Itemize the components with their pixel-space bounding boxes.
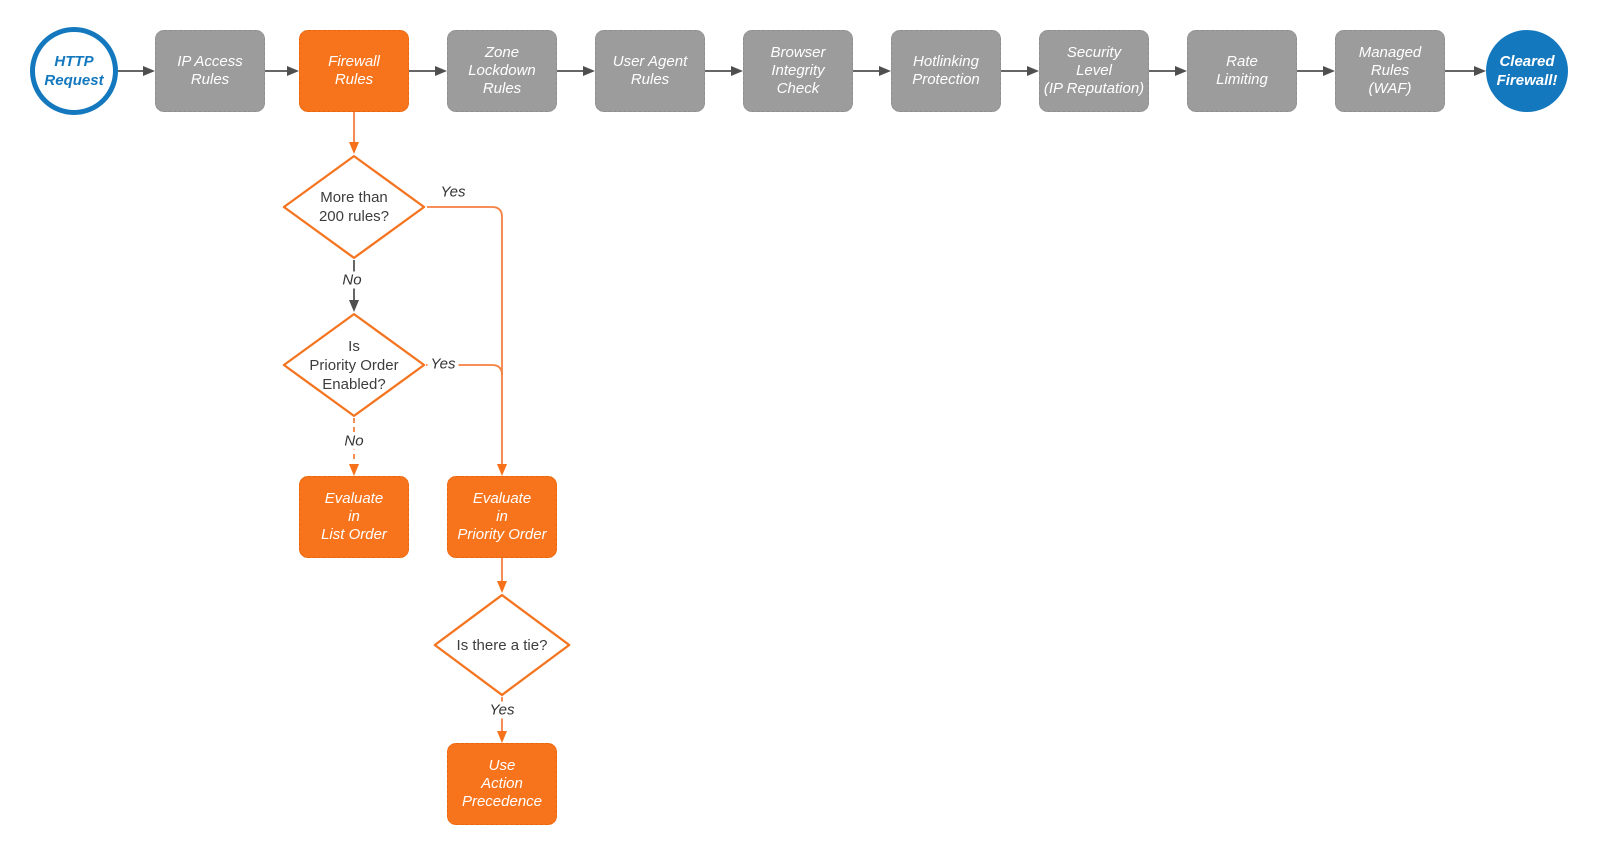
arrowhead-ip-access — [143, 66, 155, 76]
decision-more-than-200-rules: More than 200 rules? — [281, 154, 427, 260]
evaluate-priority-order-node: Evaluate in Priority Order — [447, 476, 557, 558]
stage-security-level: Security Level (IP Reputation) — [1039, 30, 1149, 112]
start-node-label: HTTP Request — [44, 53, 104, 89]
start-node-http-request: HTTP Request — [30, 27, 118, 115]
edge-label-no-200: No — [339, 271, 365, 289]
arrowhead-security — [1027, 66, 1039, 76]
arrowhead-end — [1474, 66, 1486, 76]
stage-label: Firewall Rules — [328, 53, 380, 88]
arrowhead-firewall — [287, 66, 299, 76]
stage-label: Managed Rules (WAF) — [1358, 44, 1422, 97]
stage-firewall-rules: Firewall Rules — [299, 30, 409, 112]
arrowhead-decision-200 — [349, 142, 359, 154]
stage-hotlinking-protection: Hotlinking Protection — [891, 30, 1001, 112]
decision-label: Is there a tie? — [456, 636, 548, 654]
end-node-label: Cleared Firewall! — [1496, 53, 1558, 89]
arrowhead-evaluate-list — [349, 464, 359, 476]
stage-label: Rate Limiting — [1216, 53, 1268, 88]
stage-zone-lockdown-rules: Zone Lockdown Rules — [447, 30, 557, 112]
edge-label-yes-priority: Yes — [427, 355, 459, 373]
arrowhead-evaluate-priority — [497, 464, 507, 476]
decision-priority-order-enabled: Is Priority Order Enabled? — [281, 312, 427, 418]
stage-label: Security Level (IP Reputation) — [1043, 44, 1145, 97]
stage-label: User Agent Rules — [612, 53, 688, 88]
arrowhead-rate — [1175, 66, 1187, 76]
stage-label: Zone Lockdown Rules — [468, 44, 536, 97]
arrowhead-use-action — [497, 731, 507, 743]
stage-rate-limiting: Rate Limiting — [1187, 30, 1297, 112]
stage-browser-integrity-check: Browser Integrity Check — [743, 30, 853, 112]
stage-user-agent-rules: User Agent Rules — [595, 30, 705, 112]
diamond-shape — [432, 593, 572, 697]
evaluate-list-order-node: Evaluate in List Order — [299, 476, 409, 558]
arrowhead-user-agent — [583, 66, 595, 76]
stage-label: IP Access Rules — [177, 53, 243, 88]
arrowhead-managed — [1323, 66, 1335, 76]
arrowhead-decision-priority — [349, 300, 359, 312]
diamond-shape — [281, 312, 427, 418]
arrowhead-decision-tie — [497, 581, 507, 593]
action-label: Evaluate in List Order — [321, 490, 387, 543]
decision-label: Is Priority Order Enabled? — [309, 337, 399, 393]
action-label: Evaluate in Priority Order — [457, 490, 547, 543]
edge-label-yes-200: Yes — [437, 183, 469, 201]
arrowhead-hotlinking — [879, 66, 891, 76]
connector-decision-200-yes — [427, 206, 503, 464]
arrowhead-zone — [435, 66, 447, 76]
action-label: Use Action Precedence — [461, 757, 543, 810]
decision-label: More than 200 rules? — [318, 189, 390, 225]
decision-is-there-a-tie: Is there a tie? — [432, 593, 572, 697]
arrowhead-browser — [731, 66, 743, 76]
end-node-cleared-firewall: Cleared Firewall! — [1486, 30, 1568, 112]
edge-label-yes-tie: Yes — [486, 701, 518, 719]
diamond-shape — [281, 154, 427, 260]
stage-ip-access-rules: IP Access Rules — [155, 30, 265, 112]
stage-label: Browser Integrity Check — [770, 44, 826, 97]
use-action-precedence-node: Use Action Precedence — [447, 743, 557, 825]
stage-managed-rules-waf: Managed Rules (WAF) — [1335, 30, 1445, 112]
stage-label: Hotlinking Protection — [912, 53, 980, 88]
edge-label-no-priority: No — [341, 432, 367, 450]
